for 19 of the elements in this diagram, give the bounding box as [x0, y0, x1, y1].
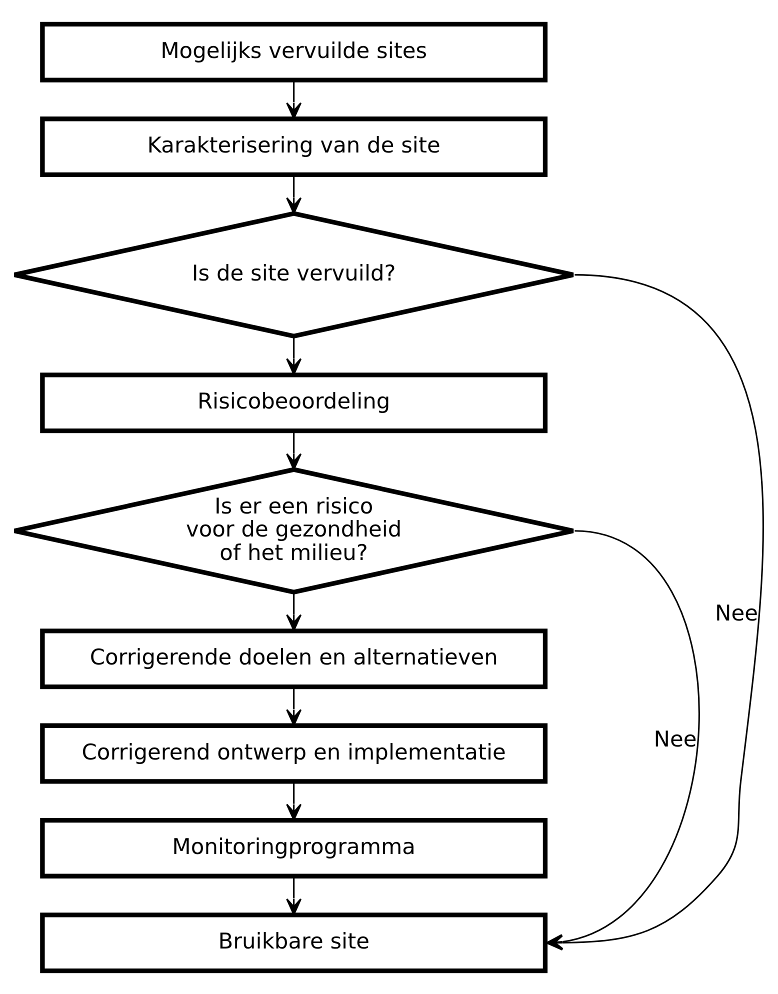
node-box: Monitoringprogramma — [40, 817, 548, 878]
arrow — [286, 686, 302, 726]
node-box: Risicobeoordeling — [40, 372, 548, 433]
arrow — [286, 876, 302, 915]
node-box: Corrigerende doelen en alternatieven — [40, 628, 548, 689]
node-box: Corrigerend ontwerp en implementatie — [40, 722, 548, 784]
arrow — [286, 430, 302, 470]
arrow — [286, 80, 302, 119]
node-diamond: Is de site vervuild? — [12, 210, 576, 338]
node-box: Mogelijks vervuilde sites — [40, 21, 548, 82]
node-box: Karakterisering van de site — [40, 116, 548, 177]
arrow — [286, 781, 302, 820]
node-box: Bruikbare site — [40, 912, 548, 973]
arrow — [286, 592, 302, 631]
edge-label: Nee — [654, 727, 697, 752]
arrow — [286, 336, 302, 375]
arrow — [286, 174, 302, 214]
edge-label: Nee — [715, 601, 758, 626]
node-diamond: Is er een risico voor de gezondheid of het milieu? — [12, 466, 576, 594]
